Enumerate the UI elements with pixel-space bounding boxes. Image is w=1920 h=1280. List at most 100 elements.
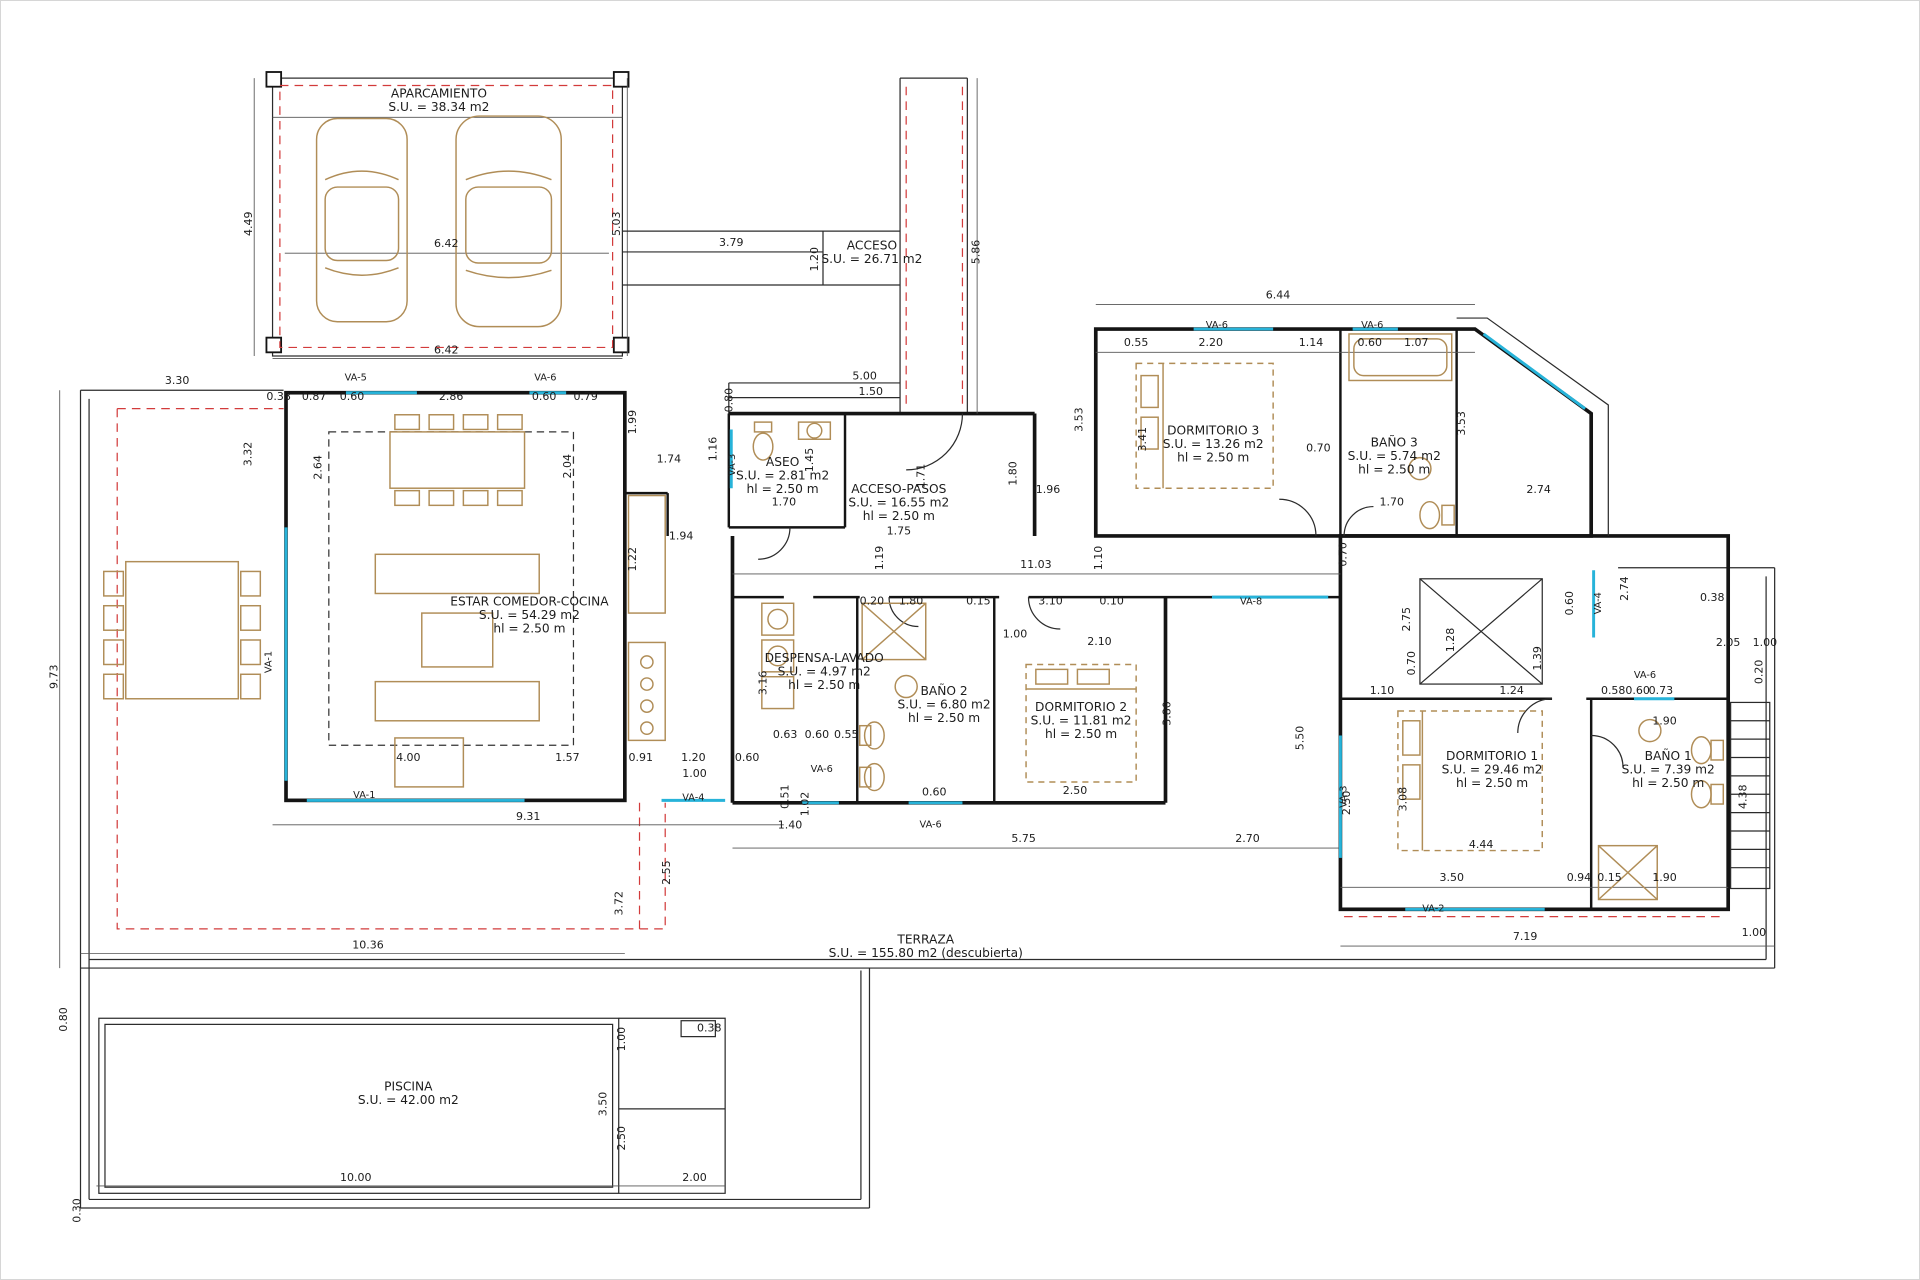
window-label: VA-3 (727, 454, 738, 476)
dimension-label: 1.00 (1753, 636, 1777, 649)
door-arcs (758, 413, 1624, 768)
bed-dormitorio3 (1135, 362, 1274, 489)
dimension-label: 0.60 (532, 390, 556, 403)
dimension-label: 1.02 (798, 792, 811, 817)
dimension-label: 7.19 (1513, 930, 1537, 943)
dimension-label: 0.60 (805, 728, 829, 741)
dimension-label: 9.73 (47, 664, 60, 689)
dimension-label: 1.50 (858, 385, 882, 398)
dimension-label: 3.79 (719, 236, 743, 249)
laundry-appliances (761, 602, 795, 710)
dimension-label: 0.15 (966, 594, 990, 607)
window-label: VA-4 (682, 792, 704, 803)
bed-dormitorio1 (1397, 710, 1543, 852)
dimension-label: 0.58 (1601, 684, 1625, 697)
dimension-label: 1.00 (682, 767, 706, 780)
wardrobe (1419, 578, 1543, 685)
dimension-label: 1.10 (1370, 684, 1394, 697)
dimension-label: 0.80 (722, 388, 735, 413)
dimension-label: 3.30 (165, 374, 189, 387)
window-label: VA-3 (1339, 786, 1350, 808)
dimension-label: 5.86 (970, 240, 983, 265)
dimension-label: 0.63 (773, 728, 797, 741)
dimension-label: 3.72 (612, 891, 625, 916)
dimension-label: 1.20 (681, 751, 705, 764)
dimension-label: 1.00 (615, 1027, 628, 1052)
dimension-label: 1.28 (1444, 628, 1457, 653)
dimension-label: 0.70 (1405, 651, 1418, 676)
dimension-label: 0.73 (1649, 684, 1673, 697)
dimension-label: 3.08 (1396, 787, 1409, 812)
dimension-label: 0.38 (1700, 591, 1724, 604)
window-label: VA-6 (1206, 320, 1228, 331)
dimension-label: 3.53 (1455, 411, 1468, 436)
aseo-fixtures (752, 421, 832, 461)
window-label: VA-6 (1634, 670, 1656, 681)
car-icon (315, 117, 408, 323)
dimension-label: 3.16 (757, 671, 770, 696)
window-label: VA-6 (1361, 320, 1383, 331)
dimension-label: 3.80 (1160, 701, 1173, 726)
window-label: VA-6 (811, 764, 833, 775)
kitchen-island (627, 494, 666, 742)
dimension-label: 0.55 (1124, 336, 1148, 349)
dimension-label: 3.53 (1072, 407, 1085, 432)
dimension-label: 1.00 (1742, 926, 1766, 939)
dimension-label: 1.70 (772, 495, 796, 508)
dimension-label: 1.24 (1499, 684, 1523, 697)
sofa-set (374, 553, 540, 788)
window-label: VA-8 (1240, 596, 1262, 607)
dimension-label: 3.32 (242, 442, 255, 467)
dimension-label: 2.50 (1063, 784, 1087, 797)
dimension-label: 4.38 (1737, 784, 1750, 809)
dimension-label: 1.22 (626, 547, 639, 572)
windows (284, 327, 1675, 911)
dimension-label: 0.30 (71, 1198, 84, 1223)
pool-outline (98, 1017, 726, 1194)
dimension-label: 0.94 (1567, 871, 1591, 884)
living-area-outline (328, 431, 575, 746)
bathroom2-fixtures (858, 602, 927, 792)
dimension-label: 1.90 (1652, 871, 1676, 884)
dimension-label: 0.60 (1563, 591, 1576, 616)
dimension-label: 2.00 (682, 1171, 706, 1184)
porch-outline (1456, 317, 1609, 536)
dimension-label: 3.41 (1136, 427, 1149, 452)
interior-walls (624, 329, 1729, 910)
dimension-label: 9.31 (516, 810, 540, 823)
dimension-label: 0.10 (1099, 594, 1123, 607)
dimension-label: 1.90 (1652, 714, 1676, 727)
dimension-label: 1.07 (1404, 336, 1428, 349)
dimension-label: 1.00 (1003, 628, 1027, 641)
dimension-label: 1.70 (1380, 495, 1404, 508)
dimension-label: 1.10 (1092, 546, 1105, 571)
dimension-label: 0.20 (1752, 660, 1765, 685)
dimension-label: 0.60 (340, 390, 364, 403)
dimension-label: 0.79 (573, 390, 597, 403)
dimension-label: 1.80 (1006, 461, 1019, 486)
dimension-label: 1.75 (887, 525, 911, 538)
dimension-label: 1.40 (778, 819, 802, 832)
dimension-label: 0.60 (1625, 684, 1649, 697)
dimension-label: 11.03 (1020, 558, 1051, 571)
dimension-label: 6.42 (434, 237, 458, 250)
dimension-label: 1.71 (915, 464, 928, 489)
window-label: VA-6 (534, 372, 556, 383)
dimension-label: 2.70 (1235, 832, 1259, 845)
dimension-label: 2.75 (1400, 607, 1413, 632)
